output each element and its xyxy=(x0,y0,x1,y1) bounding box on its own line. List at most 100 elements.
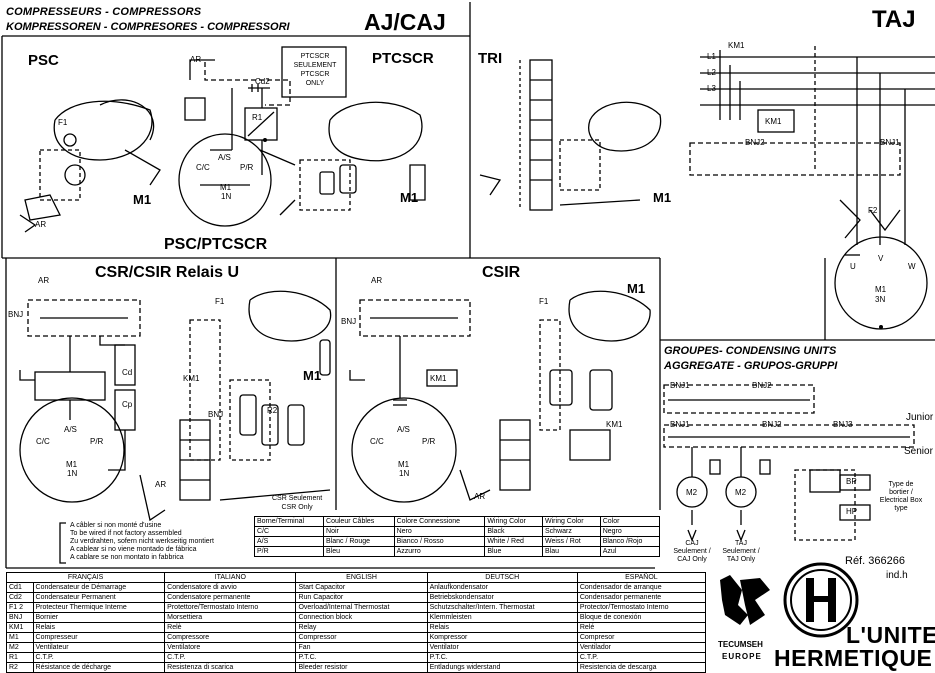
diagram-ptcscr-label: PTCSCR xyxy=(372,50,434,67)
label-u: U xyxy=(850,262,856,271)
family-aj-caj: AJ/CAJ xyxy=(364,9,446,35)
header-title-line2: KOMPRESSOREN - COMPRESORES - COMPRESSORI xyxy=(6,21,290,33)
label-bp: BP xyxy=(846,477,857,486)
brand-tecumseh: TECUMSEH xyxy=(718,640,763,649)
label-w: W xyxy=(908,262,916,271)
label-bnj1-grp2: BNJ1 xyxy=(670,420,690,429)
label-3n: 3N xyxy=(875,295,886,304)
brand-europe: EUROPE xyxy=(722,652,762,661)
label-f2-tri: F2 xyxy=(868,206,878,215)
label-l2: L2 xyxy=(707,68,716,77)
label-as-ptc: A/S xyxy=(218,153,231,162)
label-1n-csr: 1N xyxy=(67,469,78,478)
reference-number: Réf. 366266 xyxy=(845,555,905,567)
label-bnj-csir: BNJ xyxy=(341,317,357,326)
label-km1-tri: KM1 xyxy=(728,41,745,50)
label-km1-box: KM1 xyxy=(765,117,782,126)
label-pr-ptc: P/R xyxy=(240,163,254,172)
label-bnj1-tri: BNJ1 xyxy=(880,138,900,147)
label-f1-csr: F1 xyxy=(215,297,225,306)
label-cc-csir: C/C xyxy=(370,437,384,446)
label-ar-csr2: AR xyxy=(155,480,167,489)
label-m1-3n: M1 xyxy=(875,285,887,294)
header-title-line1: COMPRESSEURS - COMPRESSORS xyxy=(6,6,202,18)
csr-only-note: CSR Seulement CSR Only xyxy=(272,495,323,511)
label-cd2-ptc: Cd2 xyxy=(255,77,270,86)
label-cd-csr: Cd xyxy=(122,368,133,377)
label-m1-ptc: M1 xyxy=(400,190,419,205)
label-as-csr: A/S xyxy=(64,425,77,434)
label-pr-csr: P/R xyxy=(90,437,104,446)
label-f1-psc: F1 xyxy=(58,118,68,127)
brand-name-line2: HERMETIQUE xyxy=(774,645,933,671)
diagram-tri-label: TRI xyxy=(478,50,503,67)
legend-table: FRANÇAIS ITALIANO ENGLISH DEUTSCH ESPAÑO… xyxy=(5,572,707,673)
label-senior: Senior xyxy=(904,446,933,457)
label-km1-csr: KM1 xyxy=(183,374,200,383)
ptcscr-only-note: PTCSCR SEULEMENT PTCSCR ONLY xyxy=(293,53,337,87)
label-m1-csr: M1 xyxy=(303,368,322,383)
label-m1-motor-csr: M1 xyxy=(66,460,78,469)
label-ar-ptc: AR xyxy=(190,55,202,64)
label-m2-taj: M2 xyxy=(735,488,747,497)
label-as-csir: A/S xyxy=(397,425,410,434)
label-l1: L1 xyxy=(707,52,716,61)
label-r1-ptc: R1 xyxy=(252,113,263,122)
diagram-csir-label: CSIR xyxy=(482,264,521,281)
reference-index: ind.h xyxy=(886,570,908,581)
diagram-psc-ptcscr-label: PSC/PTCSCR xyxy=(164,236,268,253)
label-bnj1-grp: BNJ1 xyxy=(670,381,690,390)
label-hp: HP xyxy=(846,507,858,516)
label-cc-csr: C/C xyxy=(36,437,50,446)
diagram-csr-csir-label: CSR/CSIR Relais U xyxy=(95,264,240,281)
label-junior: Junior xyxy=(906,412,934,423)
label-bnj-csr: BNJ xyxy=(8,310,24,319)
label-r2-csr: R2 xyxy=(267,406,278,415)
label-ar-csir: AR xyxy=(371,276,383,285)
groups-title-2: AGGREGATE - GRUPOS-GRUPPI xyxy=(664,360,838,372)
label-m1-motor-ptc: M1 xyxy=(220,183,232,192)
label-v: V xyxy=(878,254,884,263)
label-bnj2-grp: BNJ2 xyxy=(762,420,782,429)
label-ar-csr: AR xyxy=(38,276,50,285)
label-l3: L3 xyxy=(707,84,716,93)
label-km1-csir2: KM1 xyxy=(606,420,623,429)
label-bnj-csr2: BNJ xyxy=(208,410,224,419)
label-1n-csir: 1N xyxy=(399,469,410,478)
label-f1-csir: F1 xyxy=(539,297,549,306)
brand-name-line1: L'UNITE xyxy=(846,622,935,648)
label-1n-ptc: 1N xyxy=(221,192,232,201)
label-m1-tri: M1 xyxy=(653,190,672,205)
wiring-notes: A câbler si non monté d'usine To be wire… xyxy=(70,522,214,561)
label-bnj3-grp: BNJ3 xyxy=(833,420,853,429)
label-cp-csr: Cp xyxy=(122,400,133,409)
label-m1-psc: M1 xyxy=(133,192,152,207)
label-taj-only: TAJ Seulement / TAJ Only xyxy=(722,540,760,563)
label-ar-csir2: AR xyxy=(474,492,486,501)
label-m1-csir: M1 xyxy=(627,281,646,296)
label-cc-ptc: C/C xyxy=(196,163,210,172)
label-ar-psc: AR xyxy=(35,220,47,229)
label-pr-csir: P/R xyxy=(422,437,436,446)
table-header-row: FRANÇAIS ITALIANO ENGLISH DEUTSCH ESPAÑO… xyxy=(5,572,707,583)
label-caj-only: CAJ Seulement / CAJ Only xyxy=(673,540,711,563)
family-taj: TAJ xyxy=(872,6,916,33)
label-km1-csir: KM1 xyxy=(430,374,447,383)
label-m1-motor-csir: M1 xyxy=(398,460,410,469)
label-bnj2-grp-top: BNJ2 xyxy=(752,381,772,390)
